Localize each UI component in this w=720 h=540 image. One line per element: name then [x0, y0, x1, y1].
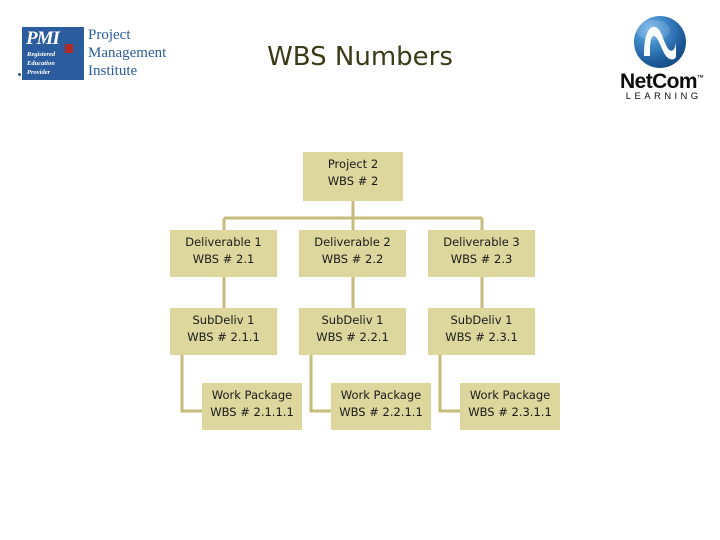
pmi-mark-text: PMI [26, 28, 60, 49]
wbs-node-label: Work Package [211, 388, 293, 402]
wbs-node-number: WBS # 2.2.1.1 [339, 405, 423, 419]
wbs-node-project-2[interactable]: Project 2 WBS # 2 [303, 152, 403, 201]
wbs-node-number: WBS # 2 [327, 174, 379, 188]
pmi-logo-box: PMI Registered Education Provider [22, 27, 84, 80]
wbs-node-workpackage-3[interactable]: Work Package WBS # 2.3.1.1 [460, 383, 560, 430]
wbs-node-label: SubDeliv 1 [192, 313, 255, 327]
wbs-node-subdeliv-1[interactable]: SubDeliv 1 WBS # 2.1.1 [170, 308, 277, 355]
pmi-registered-dot-icon [18, 73, 21, 76]
wbs-node-label: Project 2 [327, 157, 379, 171]
pmi-wordmark-line-1: Project [88, 27, 131, 43]
wbs-node-subdeliv-3[interactable]: SubDeliv 1 WBS # 2.3.1 [428, 308, 535, 355]
pmi-logo: PMI Registered Education Provider Projec… [18, 27, 167, 83]
wbs-node-label: Deliverable 1 [185, 235, 262, 249]
wbs-node-label: Deliverable 3 [443, 235, 520, 249]
wbs-node-deliverable-3[interactable]: Deliverable 3 WBS # 2.3 [428, 230, 535, 277]
netcom-sphere-icon [634, 16, 686, 68]
wbs-node-label: SubDeliv 1 [450, 313, 513, 327]
pmi-credential-line-2: Education [27, 60, 55, 67]
wbs-node-number: WBS # 2.2 [321, 252, 384, 266]
wbs-node-number: WBS # 2.3.1 [445, 330, 518, 344]
wbs-node-workpackage-1[interactable]: Work Package WBS # 2.1.1.1 [202, 383, 302, 430]
wbs-node-number: WBS # 2.1.1.1 [210, 405, 294, 419]
wbs-node-subdeliv-2[interactable]: SubDeliv 1 WBS # 2.2.1 [299, 308, 406, 355]
page-title: WBS Numbers [267, 42, 453, 72]
netcom-tagline: LEARNING [625, 91, 702, 102]
wbs-node-label: Deliverable 2 [314, 235, 391, 249]
netcom-trademark-icon: ™ [696, 75, 704, 82]
pmi-wordmark-line-2: Management [88, 45, 167, 61]
netcom-n-swoosh-icon [636, 20, 676, 60]
pmi-wordmark-line-3: Institute [88, 63, 138, 79]
pmi-credential-line-1: Registered [27, 51, 56, 58]
wbs-node-number: WBS # 2.1 [192, 252, 255, 266]
netcom-wordmark-text: NetCom [620, 70, 698, 93]
netcom-wordmark: NetCom™ [612, 68, 712, 93]
pmi-red-square-icon [65, 44, 73, 53]
wbs-node-number: WBS # 2.3.1.1 [468, 405, 552, 419]
wbs-node-deliverable-2[interactable]: Deliverable 2 WBS # 2.2 [299, 230, 406, 277]
wbs-node-label: Work Package [469, 388, 551, 402]
wbs-node-number: WBS # 2.3 [450, 252, 513, 266]
pmi-credential-line-3: Provider [27, 69, 51, 76]
wbs-node-number: WBS # 2.1.1 [187, 330, 260, 344]
wbs-node-label: SubDeliv 1 [321, 313, 384, 327]
netcom-logo: NetCom™ LEARNING [612, 16, 712, 108]
wbs-node-number: WBS # 2.2.1 [316, 330, 389, 344]
wbs-node-deliverable-1[interactable]: Deliverable 1 WBS # 2.1 [170, 230, 277, 277]
wbs-node-workpackage-2[interactable]: Work Package WBS # 2.2.1.1 [331, 383, 431, 430]
wbs-node-label: Work Package [340, 388, 422, 402]
